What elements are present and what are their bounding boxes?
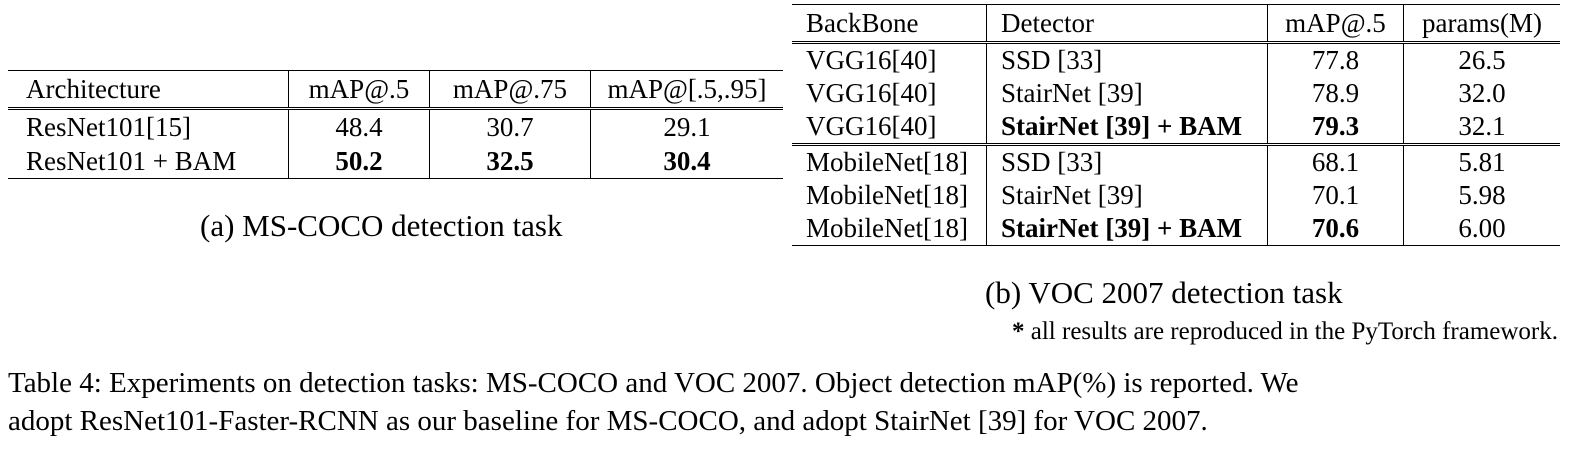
table-row: MobileNet[18] StairNet [39] + BAM 70.6 6… — [792, 212, 1560, 246]
cell-detector: StairNet [39] — [986, 77, 1268, 110]
cell-params: 32.1 — [1458, 111, 1506, 141]
cell-backbone: VGG16[40] — [792, 41, 987, 77]
cell-map50: 79.3 — [1267, 110, 1404, 145]
header-map50: mAP@.5 — [1267, 4, 1404, 43]
cell-map75: 30.7 — [429, 107, 591, 144]
cell-map-range: 30.4 — [590, 144, 783, 179]
cell-map50: 68.1 — [1267, 143, 1404, 179]
table-row: ResNet101[15] 48.4 30.7 29.1 — [8, 107, 783, 144]
cell-detector: SSD [33] — [986, 143, 1268, 179]
cell-backbone: MobileNet[18] — [792, 212, 987, 246]
footnote-star: * — [1012, 318, 1025, 345]
cell-params: 32.0 — [1458, 78, 1506, 108]
cell-map50: 48.4 — [288, 107, 430, 144]
cell-map50: 77.8 — [1267, 41, 1404, 77]
cell-detector: StairNet [39] + BAM — [986, 110, 1268, 145]
header-architecture: Architecture — [8, 70, 289, 109]
header-map-range: mAP@[.5,.95] — [590, 70, 783, 109]
cell-backbone: MobileNet[18] — [792, 179, 987, 212]
cell-params: 5.81 — [1403, 143, 1560, 179]
cell-map50: 50.2 — [288, 144, 430, 179]
cell-map75: 32.5 — [429, 144, 591, 179]
cell-backbone: VGG16[40] — [792, 77, 987, 110]
header-params: params(M) — [1403, 4, 1560, 43]
cell-map50: 78.9 — [1267, 77, 1404, 110]
caption-line-2: adopt ResNet101-Faster-RCNN as our basel… — [8, 405, 1208, 437]
cell-architecture: ResNet101 + BAM — [8, 144, 289, 179]
footnote-text: all results are reproduced in the PyTorc… — [1030, 318, 1558, 345]
cell-architecture: ResNet101[15] — [8, 107, 289, 144]
header-map75: mAP@.75 — [429, 70, 591, 109]
header-map50: mAP@.5 — [288, 70, 430, 109]
table-caption: Table 4: Experiments on detection tasks:… — [8, 364, 1298, 440]
cell-params: 26.5 — [1403, 41, 1560, 77]
caption-b: (b) VOC 2007 detection task — [985, 275, 1343, 310]
table-row: VGG16[40] StairNet [39] + BAM 79.3 32.1 — [792, 110, 1560, 145]
caption-a: (a) MS-COCO detection task — [200, 208, 563, 243]
header-detector: Detector — [986, 4, 1268, 43]
cell-backbone: VGG16[40] — [792, 110, 987, 145]
cell-detector: SSD [33] — [986, 41, 1268, 77]
table-row: VGG16[40] SSD [33] 77.8 26.5 — [792, 41, 1560, 77]
cell-map-range: 29.1 — [590, 107, 783, 144]
table-b-voc2007: BackBone Detector mAP@.5 params(M) VGG16… — [792, 4, 1560, 246]
cell-params: 5.98 — [1458, 180, 1506, 210]
cell-params: 6.00 — [1403, 212, 1560, 246]
cell-detector: StairNet [39] — [986, 179, 1268, 212]
table-row: MobileNet[18] SSD [33] 68.1 5.81 — [792, 143, 1560, 179]
footnote: * all results are reproduced in the PyTo… — [1012, 318, 1558, 346]
table-a-ms-coco: Architecture mAP@.5 mAP@.75 mAP@[.5,.95]… — [8, 70, 783, 179]
caption-line-1: Table 4: Experiments on detection tasks:… — [8, 367, 1299, 399]
cell-detector: StairNet [39] + BAM — [986, 212, 1268, 246]
cell-map50: 70.6 — [1267, 212, 1404, 246]
cell-map50: 70.1 — [1267, 179, 1404, 212]
table-row: ResNet101 + BAM 50.2 32.5 30.4 — [8, 144, 783, 179]
cell-backbone: MobileNet[18] — [792, 143, 987, 179]
table-row: MobileNet[18] StairNet [39] 70.1 5.98 — [792, 179, 1560, 212]
header-backbone: BackBone — [792, 4, 987, 43]
table-row: VGG16[40] StairNet [39] 78.9 32.0 — [792, 77, 1560, 110]
